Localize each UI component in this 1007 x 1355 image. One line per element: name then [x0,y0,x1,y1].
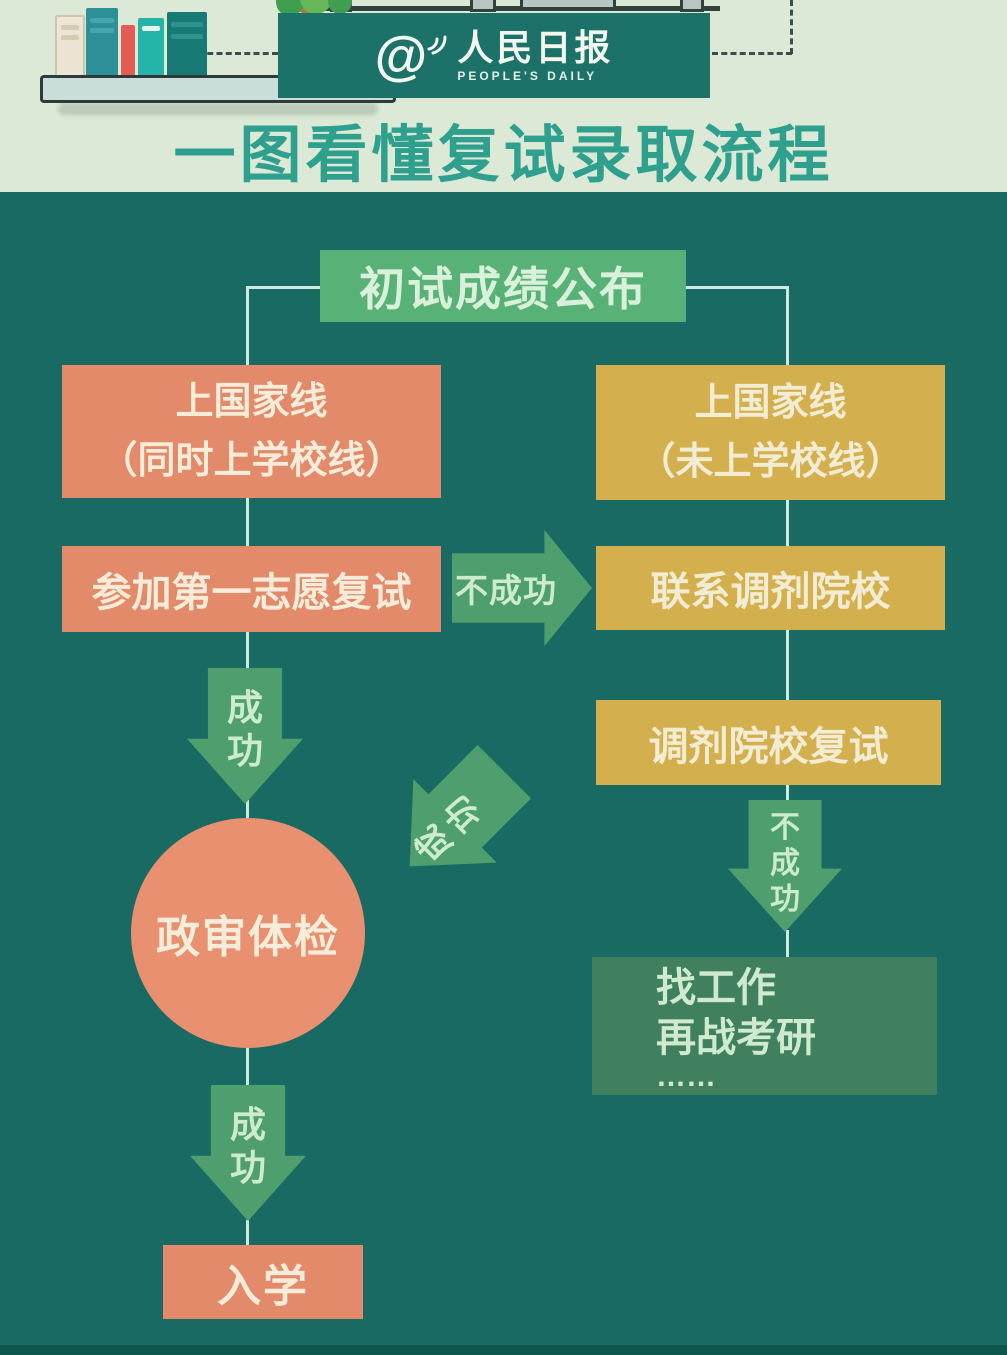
box-line: （同时上学校线） [99,439,404,482]
brand-name-en: PEOPLE'S DAILY [457,68,598,83]
box-line: 上国家线 [175,380,328,423]
connector-line [246,632,249,669]
start-box: 初试成绩公布 [320,250,686,322]
book-icon [138,18,164,77]
connector-line [246,286,249,366]
fail-arrow-right-icon: 不成功 [452,530,592,646]
book-icon [121,25,135,77]
footer-strip [0,1345,1007,1355]
success-arrow-label: 成功 [226,687,263,772]
outcome-box: 找工作 再战考研 …… [592,957,937,1095]
brand-name: 人民日报 [457,26,614,68]
transfer-reexam-box: 调剂院校复试 [596,700,941,785]
desk-object-icon [470,0,496,12]
connector-line [786,785,789,802]
first-choice-reexam-box: 参加第一志愿复试 [62,546,441,632]
peoples-daily-logo: @ 人民日报 PEOPLE'S DAILY [278,13,710,98]
connector-line [786,286,789,366]
connector-line [246,800,249,820]
dashed-line [712,52,792,55]
connector-line [246,1048,249,1086]
connector-line [686,286,788,289]
review-circle: 政审体检 [131,818,365,1048]
enroll-box: 入学 [163,1245,363,1319]
header: @ 人民日报 PEOPLE'S DAILY 一图看懂复试录取流程 [0,0,1007,192]
right-national-line-box: 上国家线 （未上学校线） [596,365,945,500]
box-line: 上国家线 [694,381,847,424]
shelf-shadow [58,103,378,115]
book-icon [86,8,118,77]
desk-object-icon [680,0,704,12]
fail-arrow-down-icon: 不成功 [728,800,842,932]
at-icon: @ [375,29,448,83]
connector-line [786,500,789,546]
connector-line [246,1220,249,1246]
dashed-line [790,0,793,54]
cross-success-arrow-icon: 成功 [368,730,546,908]
contact-transfer-box: 联系调剂院校 [596,546,945,630]
box-line: （未上学校线） [637,440,904,483]
success-arrow-down-icon: 成功 [190,1085,306,1221]
connector-line [786,930,789,958]
outcome-line: 再战考研 [656,1015,816,1060]
outcome-line: …… [656,1059,716,1093]
connector-line [247,286,321,289]
page-title: 一图看懂复试录取流程 [173,121,834,190]
left-national-line-box: 上国家线 （同时上学校线） [62,365,441,498]
connector-line [786,630,789,701]
success-arrow-down-icon: 成功 [187,668,303,804]
book-icon [167,12,207,77]
outcome-line: 找工作 [656,965,776,1010]
desk-icon [295,6,720,11]
success-arrow-label: 成功 [229,1104,266,1189]
fail-arrow-label: 不成功 [770,811,800,916]
dashed-line [198,52,278,55]
fail-arrow-label: 不成功 [455,572,557,609]
connector-line [246,498,249,546]
laptop-icon [520,0,616,10]
book-icon [55,15,85,81]
cross-success-arrow-label: 成功 [408,788,488,868]
